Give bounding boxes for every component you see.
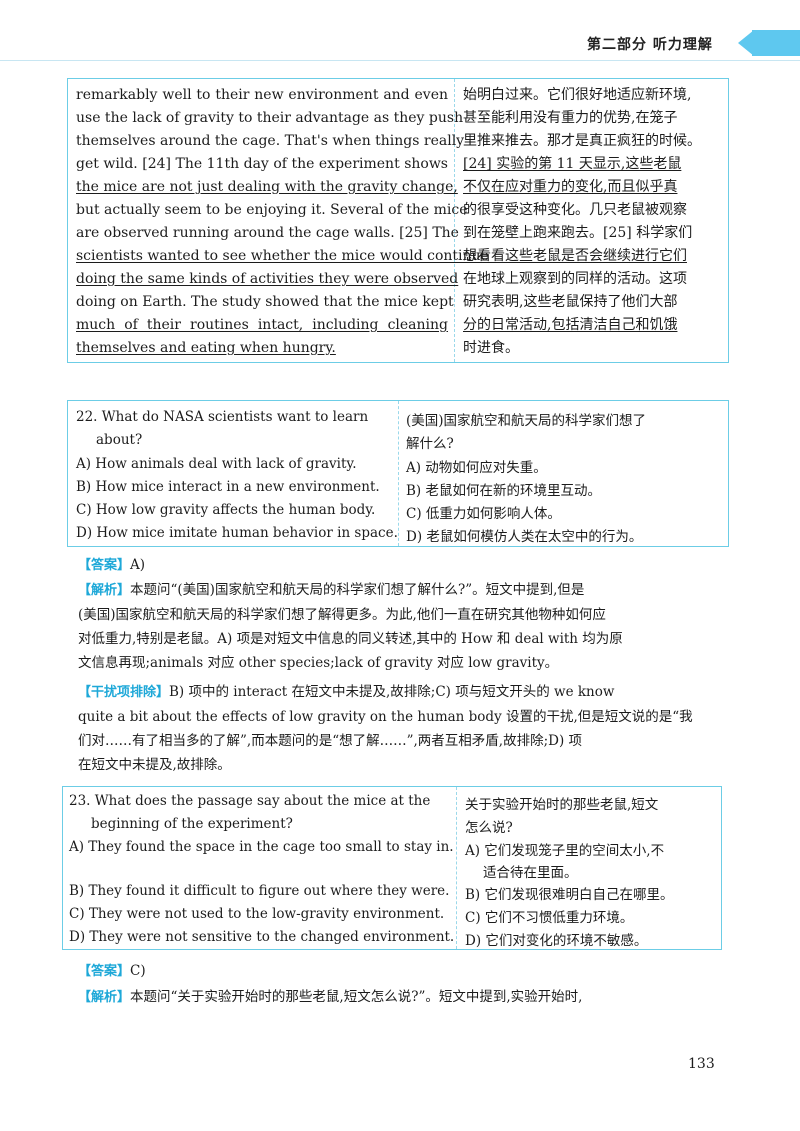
passage-line-cn: 始明白过来。它们很好地适应新环境, xyxy=(463,87,692,103)
passage-line-cn: 到在笼壁上跑来跑去。[25] 科学家们 xyxy=(463,225,693,241)
passage-line: get wild. [24] The 11th day of the exper… xyxy=(76,156,448,172)
analysis-tag: 【解析】 xyxy=(78,990,131,1005)
option-c-cn: C) 它们不习惯低重力环境。 xyxy=(465,910,634,926)
column-divider xyxy=(454,79,455,362)
option-d: D) They were not sensitive to the change… xyxy=(69,929,455,945)
question-23-stem: 23. What does the passage say about the … xyxy=(69,793,431,809)
question-22-stem-cn: (美国)国家航空和航天局的科学家们想了 xyxy=(406,413,647,429)
passage-line-cn: 在地球上观察到的同样的活动。这项 xyxy=(463,271,687,287)
option-d-cn: D) 老鼠如何模仿人类在太空中的行为。 xyxy=(406,529,643,545)
option-b-cn: B) 它们发现很难明白自己在哪里。 xyxy=(465,887,674,903)
column-divider xyxy=(456,787,457,949)
distractor-line: B) 项中的 interact 在短文中未提及,故排除;C) 项与短文开头的 w… xyxy=(169,684,615,700)
distractor-line: quite a bit about the effects of low gra… xyxy=(78,709,693,725)
answer-tag: 【答案】 xyxy=(78,558,131,573)
passage-line-cn: [24] 实验的第 11 天显示,这些老鼠 xyxy=(463,156,682,172)
passage-line-cn: 里推来推去。那才是真正疯狂的时候。 xyxy=(463,133,701,149)
analysis-line: 本题问“(美国)国家航空和航天局的科学家们想了解什么?”。短文中提到,但是 xyxy=(130,582,585,598)
distractor-22: 【干扰项排除】B) 项中的 interact 在短文中未提及,故排除;C) 项与… xyxy=(78,680,728,777)
passage-line-cn: 研究表明,这些老鼠保持了他们大部 xyxy=(463,294,678,310)
passage-line: scientists wanted to see whether the mic… xyxy=(76,248,489,264)
question-22-stem: 22. What do NASA scientists want to lear… xyxy=(76,409,369,425)
header-tab xyxy=(752,30,800,56)
option-a: A) They found the space in the cage too … xyxy=(69,839,454,855)
question-23-stem-cn: 怎么说? xyxy=(465,820,513,836)
analysis-line: (美国)国家航空和航天局的科学家们想了解得更多。为此,他们一直在研究其他物种如何… xyxy=(78,607,606,623)
passage-chinese: 始明白过来。它们很好地适应新环境, 甚至能利用没有重力的优势,在笼子 里推来推去… xyxy=(463,84,723,360)
question-23-stem-cn: 关于实验开始时的那些老鼠,短文 xyxy=(465,797,659,813)
passage-line-cn: 不仅在应对重力的变化,而且似乎真 xyxy=(463,179,678,195)
passage-english: remarkably well to their new environment… xyxy=(76,84,489,360)
passage-line: but actually seem to be enjoying it. Sev… xyxy=(76,202,468,218)
passage-line-cn: 的很享受这种变化。几只老鼠被观察 xyxy=(463,202,687,218)
passage-line-cn: 想看看这些老鼠是否会继续进行它们 xyxy=(463,248,687,264)
analysis-line: 文信息再现;animals 对应 other species;lack of g… xyxy=(78,655,559,671)
passage-line-cn: 甚至能利用没有重力的优势,在笼子 xyxy=(463,110,678,126)
page-number: 133 xyxy=(688,1056,715,1072)
passage-line: much of their routines intact, including… xyxy=(76,317,448,333)
column-divider xyxy=(398,401,399,546)
question-23-stem: beginning of the experiment? xyxy=(91,816,293,832)
option-b: B) How mice interact in a new environmen… xyxy=(76,479,380,495)
header-divider xyxy=(0,60,800,61)
option-c-cn: C) 低重力如何影响人体。 xyxy=(406,506,561,522)
passage-line: are observed running around the cage wal… xyxy=(76,225,459,241)
analysis-line: 本题问“关于实验开始时的那些老鼠,短文怎么说?”。短文中提到,实验开始时, xyxy=(130,989,583,1005)
analysis-22: 【解析】本题问“(美国)国家航空和航天局的科学家们想了解什么?”。短文中提到,但… xyxy=(78,578,728,675)
header-arrow-icon xyxy=(738,30,754,56)
passage-line: doing on Earth. The study showed that th… xyxy=(76,294,454,310)
option-a-cn: 适合待在里面。 xyxy=(483,865,578,881)
answer-22: 【答案】A) xyxy=(78,553,728,578)
question-22-box: 22. What do NASA scientists want to lear… xyxy=(67,400,729,547)
passage-line: themselves and eating when hungry. xyxy=(76,340,336,356)
option-b-cn: B) 老鼠如何在新的环境里互动。 xyxy=(406,483,601,499)
passage-line-cn: 时进食。 xyxy=(463,340,519,356)
answer-23: 【答案】C) xyxy=(78,959,728,984)
answer-tag: 【答案】 xyxy=(78,964,131,979)
option-d: D) How mice imitate human behavior in sp… xyxy=(76,525,398,541)
passage-line: doing the same kinds of activities they … xyxy=(76,271,459,287)
analysis-tag: 【解析】 xyxy=(78,583,131,598)
option-b: B) They found it difficult to figure out… xyxy=(69,883,450,899)
section-header: 第二部分 听力理解 xyxy=(587,37,713,53)
question-22-stem-cn: 解什么? xyxy=(406,436,454,452)
option-c: C) How low gravity affects the human bod… xyxy=(76,502,376,518)
distractor-line: 们对……有了相当多的了解”,而本题问的是“想了解……”,两者互相矛盾,故排除;D… xyxy=(78,733,583,749)
passage-line: the mice are not just dealing with the g… xyxy=(76,179,458,195)
answer-value: C) xyxy=(130,963,146,979)
analysis-23: 【解析】本题问“关于实验开始时的那些老鼠,短文怎么说?”。短文中提到,实验开始时… xyxy=(78,985,728,1010)
option-d-cn: D) 它们对变化的环境不敏感。 xyxy=(465,933,648,949)
option-a-cn: A) 动物如何应对失重。 xyxy=(406,460,547,476)
distractor-tag: 【干扰项排除】 xyxy=(78,685,170,700)
distractor-line: 在短文中未提及,故排除。 xyxy=(78,757,231,773)
passage-line: remarkably well to their new environment… xyxy=(76,87,448,103)
analysis-line: 对低重力,特别是老鼠。A) 项是对短文中信息的同义转述,其中的 How 和 de… xyxy=(78,631,623,647)
option-a: A) How animals deal with lack of gravity… xyxy=(76,456,357,472)
passage-line: themselves around the cage. That's when … xyxy=(76,133,465,149)
passage-line-cn: 分的日常活动,包括清洁自己和饥饿 xyxy=(463,317,678,333)
passage-box: remarkably well to their new environment… xyxy=(67,78,729,363)
option-a-cn: A) 它们发现笼子里的空间太小,不 xyxy=(465,843,665,859)
question-23-box: 23. What does the passage say about the … xyxy=(62,786,722,950)
option-c: C) They were not used to the low-gravity… xyxy=(69,906,445,922)
answer-value: A) xyxy=(130,557,146,573)
question-22-stem: about? xyxy=(96,432,143,448)
passage-line: use the lack of gravity to their advanta… xyxy=(76,110,464,126)
